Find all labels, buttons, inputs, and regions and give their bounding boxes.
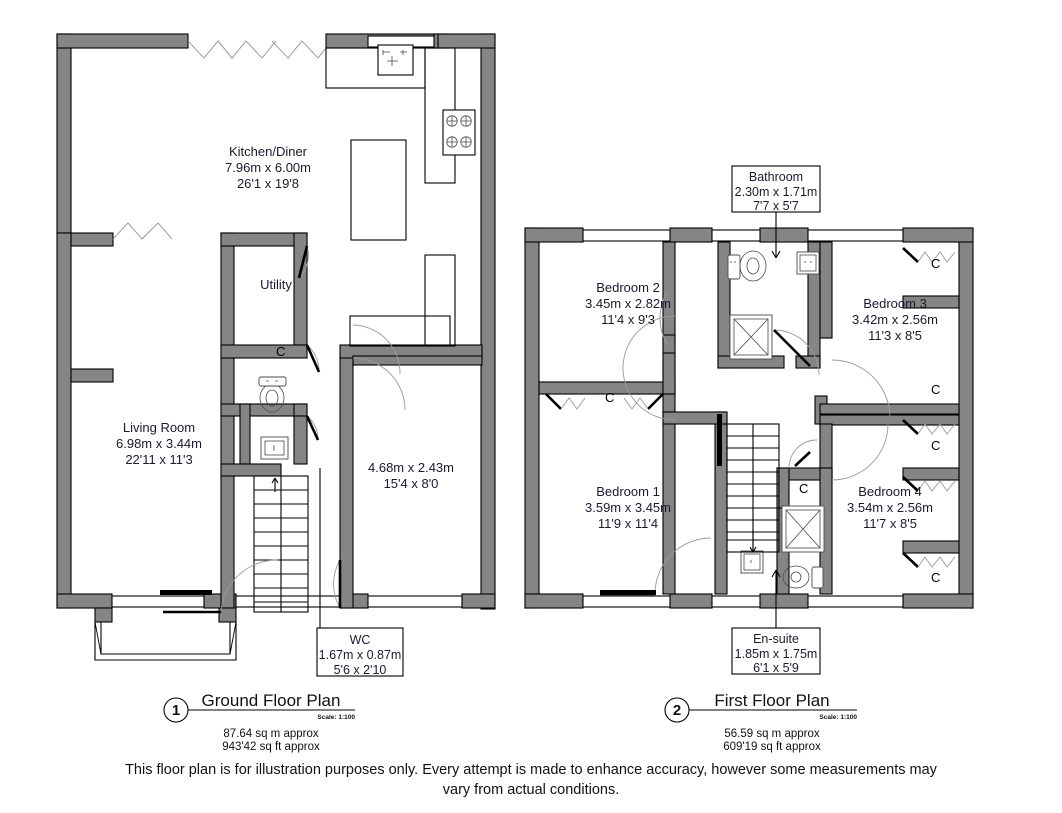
room-label-bedroom1-name: Bedroom 1 — [596, 484, 660, 499]
room-label-bedroom2-name: Bedroom 2 — [596, 280, 660, 295]
closet-label-first-6: C — [799, 481, 808, 496]
ensuite-callout-name: En-suite — [753, 632, 799, 646]
first-floor-area-metric: 56.59 sq m approx — [724, 728, 820, 740]
ground-floor-doors — [160, 245, 406, 614]
ensuite-callout: En-suite 1.85m x 1.75m 6'1 x 5'9 — [731, 569, 821, 675]
room-label-bedroom3-name: Bedroom 3 — [863, 296, 927, 311]
ground-floor-area-imperial: 943'42 sq ft approx — [222, 741, 320, 753]
ground-floor-walls — [56, 33, 496, 623]
room-label-dining-metric: 4.68m x 2.43m — [368, 460, 454, 475]
closet-label-first-1: C — [605, 390, 614, 405]
room-label-kitchen-name: Kitchen/Diner — [229, 144, 308, 159]
wc-callout-name: WC — [350, 633, 371, 647]
disclaimer-line-2: vary from actual conditions. — [443, 782, 620, 798]
ensuite-fixtures — [740, 505, 825, 589]
room-label-bedroom4-name: Bedroom 4 — [858, 484, 922, 499]
ground-floor-labels: Kitchen/Diner 7.96m x 6.00m 26'1 x 19'8 … — [116, 144, 454, 491]
wc-fixtures — [258, 376, 289, 460]
first-floor-area-imperial: 609'19 sq ft approx — [723, 741, 821, 753]
first-floor-closet-doors — [545, 247, 956, 568]
ground-floor-title-block: 1 Ground Floor Plan Scale: 1:100 87.64 s… — [163, 691, 355, 753]
first-floor-plan-scale: Scale: 1:100 — [819, 714, 857, 721]
room-label-living-name: Living Room — [123, 420, 195, 435]
room-label-living-metric: 6.98m x 3.44m — [116, 436, 202, 451]
first-floor-doors — [600, 291, 891, 596]
first-floor-walls — [524, 227, 974, 609]
first-floor-plan-title: First Floor Plan — [714, 691, 829, 710]
closet-label-first-4: C — [931, 438, 940, 453]
bathroom-callout: Bathroom 2.30m x 1.71m 7'7 x 5'7 — [731, 165, 821, 259]
wc-callout: WC 1.67m x 0.87m 5'6 x 2'10 — [316, 468, 404, 677]
first-floor-windows — [582, 229, 904, 608]
room-label-bedroom3-imperial: 11'3 x 8'5 — [868, 328, 922, 343]
disclaimer-line-1: This floor plan is for illustration purp… — [125, 762, 938, 778]
room-label-bedroom1-imperial: 11'9 x 11'4 — [598, 516, 658, 531]
room-label-bedroom2-imperial: 11'4 x 9'3 — [601, 312, 655, 327]
closet-label-first-5: C — [931, 570, 940, 585]
kitchen-fixtures — [325, 44, 476, 347]
bathroom-callout-name: Bathroom — [749, 170, 803, 184]
room-label-kitchen-imperial: 26'1 x 19'8 — [237, 176, 299, 191]
ground-floor-area-metric: 87.64 sq m approx — [223, 728, 319, 740]
closet-label-ground-1: C — [276, 344, 285, 359]
ground-floor-staircase — [253, 475, 309, 613]
first-floor-staircase — [717, 414, 780, 553]
room-label-bedroom4-metric: 3.54m x 2.56m — [847, 500, 933, 515]
ground-floor-plan-scale: Scale: 1:100 — [317, 714, 355, 721]
ground-floor-plan-title: Ground Floor Plan — [202, 691, 341, 710]
room-label-bedroom1-metric: 3.59m x 3.45m — [585, 500, 671, 515]
room-label-utility-name: Utility — [260, 277, 292, 292]
room-label-bedroom2-metric: 3.45m x 2.82m — [585, 296, 671, 311]
room-label-dining-imperial: 15'4 x 8'0 — [384, 476, 439, 491]
ground-floor-plan: Kitchen/Diner 7.96m x 6.00m 26'1 x 19'8 … — [56, 33, 496, 753]
ensuite-callout-metric: 1.85m x 1.75m — [735, 647, 818, 661]
wc-callout-metric: 1.67m x 0.87m — [319, 648, 402, 662]
bathroom-fixtures — [727, 250, 820, 360]
first-floor-plan: Bedroom 2 3.45m x 2.82m 11'4 x 9'3 Bedro… — [524, 165, 974, 753]
closet-label-first-3: C — [931, 382, 940, 397]
disclaimer: This floor plan is for illustration purp… — [125, 762, 938, 798]
ground-floor-break-lines — [112, 40, 327, 240]
ensuite-callout-imperial: 6'1 x 5'9 — [753, 661, 799, 675]
first-floor-plan-number: 2 — [673, 702, 681, 719]
room-label-kitchen-metric: 7.96m x 6.00m — [225, 160, 311, 175]
ground-floor-plan-number: 1 — [172, 702, 180, 719]
room-label-living-imperial: 22'11 x 11'3 — [125, 452, 192, 467]
closet-label-first-2: C — [931, 256, 940, 271]
room-label-bedroom3-metric: 3.42m x 2.56m — [852, 312, 938, 327]
first-floor-labels: Bedroom 2 3.45m x 2.82m 11'4 x 9'3 Bedro… — [585, 256, 940, 585]
first-floor-title-block: 2 First Floor Plan Scale: 1:100 56.59 sq… — [664, 691, 857, 753]
wc-callout-imperial: 5'6 x 2'10 — [334, 663, 387, 677]
room-label-bedroom4-imperial: 11'7 x 8'5 — [863, 516, 917, 531]
bathroom-callout-imperial: 7'7 x 5'7 — [753, 199, 799, 213]
bathroom-callout-metric: 2.30m x 1.71m — [735, 185, 818, 199]
